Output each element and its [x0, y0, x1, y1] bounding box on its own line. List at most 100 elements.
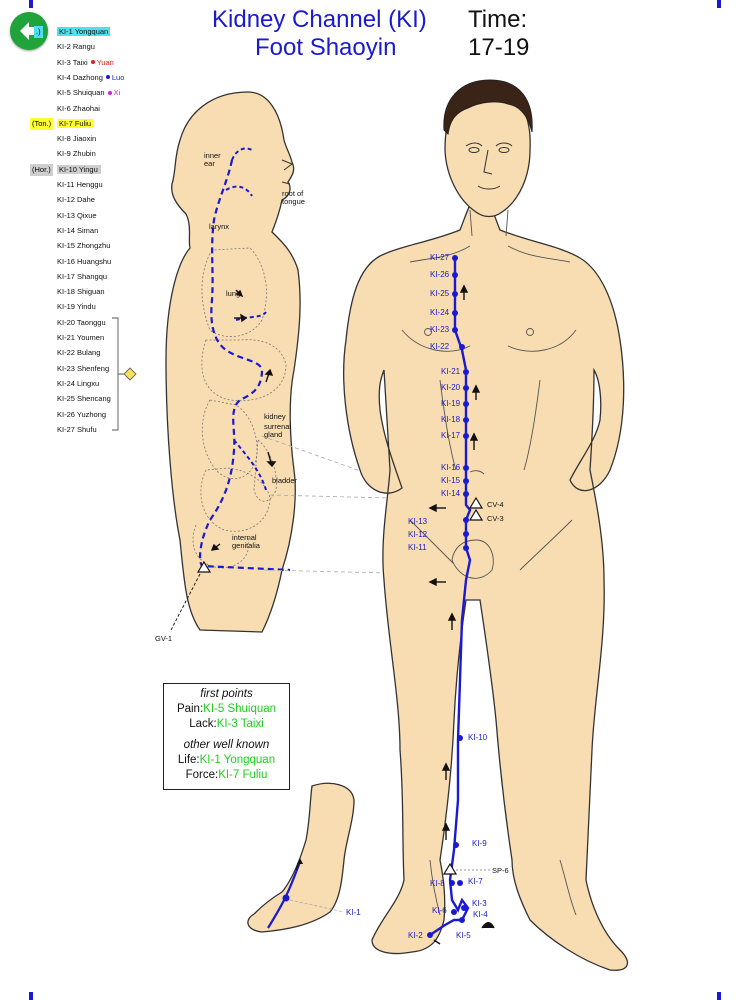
side-view-outline [165, 91, 301, 633]
label-ki21: KI-21 [441, 367, 461, 376]
title-block: Kidney Channel (KI) Foot Shaoyin Time: 1… [200, 6, 550, 66]
point-list-item[interactable]: KI-19 Yindu [57, 300, 96, 314]
label-kidney: kidney [264, 412, 286, 421]
point-list-item[interactable]: KI-1 Yongquan [57, 25, 111, 39]
point-marker-dot [105, 75, 110, 80]
point-list-item[interactable]: KI-7 Fuliu [57, 117, 95, 131]
corner-mark-tl [29, 0, 33, 8]
point-list-item[interactable]: KI-6 Zhaohai [57, 102, 100, 116]
label-ki19: KI-19 [441, 399, 461, 408]
label-ki26: KI-26 [430, 270, 450, 279]
point-list-label: KI-25 Shencang [57, 394, 111, 404]
point-list-item[interactable]: KI-25 Shencang [57, 392, 111, 406]
point-list-item[interactable]: KI-17 Shangqu [57, 270, 107, 284]
point-list-item[interactable]: KI-27 Shufu [57, 423, 97, 437]
point-list-label: KI-8 Jiaoxin [57, 134, 97, 144]
side-organs [192, 247, 287, 569]
point-list-item[interactable]: KI-10 Yingu [57, 163, 101, 177]
point-list-label: KI-17 Shangqu [57, 271, 108, 281]
legend-life-label: Life: [177, 754, 200, 766]
point-list-label: KI-18 Shiguan [57, 287, 105, 297]
point-marker-label: Yuan [96, 57, 114, 67]
legend-heading-other: other well known [183, 739, 270, 751]
point-list-item[interactable]: KI-23 Shenfeng [57, 362, 109, 376]
point-marker-dot [107, 90, 112, 95]
point-list-item[interactable]: KI-24 Lingxu [57, 377, 99, 391]
label-internal-genitalia: internal genitalia [232, 533, 260, 550]
point-list-item[interactable]: KI-12 Dahe [57, 193, 95, 207]
label-ki11: KI-11 [408, 543, 427, 552]
foot-outline [247, 782, 355, 933]
side-channel-path [199, 159, 291, 572]
label-ki18: KI-18 [441, 415, 461, 424]
label-ki1: KI-1 [346, 908, 361, 917]
gv1-marker [196, 560, 212, 573]
arrow-left-icon [20, 22, 38, 40]
legend-force-value[interactable]: KI-7 Fuliu [218, 769, 268, 781]
label-inner-ear: inner ear [204, 151, 221, 168]
title-line-1: Kidney Channel (KI) [212, 6, 427, 33]
label-cv3: CV-3 [487, 514, 504, 523]
point-list-label: KI-10 Yingu [57, 164, 101, 174]
label-ki5: KI-5 [456, 931, 471, 940]
point-list-item[interactable]: KI-13 Qixue [57, 209, 97, 223]
point-list-item[interactable]: KI-20 Taonggu [57, 316, 106, 330]
label-ki16: KI-16 [441, 463, 461, 472]
point-list-label: KI-20 Taonggu [57, 317, 106, 327]
point-list-label: KI-9 Zhubin [57, 149, 96, 159]
point-list-item[interactable]: KI-2 Rangu [57, 40, 95, 54]
legend-force-row: Force:KI-7 Fuliu [164, 769, 289, 781]
point-list-label: KI-22 Bulang [57, 348, 101, 358]
label-ki6: KI-6 [432, 906, 447, 915]
label-ki8: KI-8 [430, 879, 445, 888]
point-list-label: KI-23 Shenfeng [57, 363, 110, 373]
list-bracket [112, 317, 124, 431]
label-ki10: KI-10 [468, 733, 488, 742]
point-list-item[interactable]: KI-8 Jiaoxin [57, 132, 96, 146]
label-ki12: KI-12 [408, 530, 428, 539]
point-list-item[interactable]: KI-18 Shiguan [57, 285, 105, 299]
point-list-label: KI-5 Shuiquan [57, 88, 105, 98]
label-ki24: KI-24 [430, 308, 450, 317]
point-list-label: KI-19 Yindu [57, 302, 96, 312]
legend-life-value[interactable]: KI-1 Yongquan [199, 754, 276, 766]
legend-lack-value[interactable]: KI-3 Taixi [216, 718, 264, 730]
point-list-item[interactable]: KI-22 Bulang [57, 346, 100, 360]
front-arrows [428, 284, 495, 945]
label-ki7: KI-7 [468, 877, 483, 886]
cv4-marker [468, 496, 484, 509]
label-root-of-tongue: root of tongue [282, 189, 305, 206]
front-view-figure [343, 79, 629, 971]
point-list-item[interactable]: KI-16 Huangshu [57, 255, 111, 269]
point-list-label: KI-2 Rangu [57, 42, 95, 52]
label-ki15: KI-15 [441, 476, 461, 485]
legend-lack-label: Lack: [189, 718, 217, 730]
label-ki17: KI-17 [441, 431, 461, 440]
back-button[interactable] [10, 12, 48, 50]
label-ki25: KI-25 [430, 289, 450, 298]
label-ki14: KI-14 [441, 489, 461, 498]
foot-leader [289, 899, 345, 913]
point-list-item[interactable]: KI-14 Siman [57, 224, 98, 238]
point-list-item[interactable]: KI-15 Zhongzhu [57, 239, 110, 253]
point-list-item[interactable]: KI-26 Yuzhong [57, 408, 106, 422]
front-face [465, 142, 513, 190]
point-list-item[interactable]: KI-9 Zhubin [57, 147, 96, 161]
label-ki9: KI-9 [472, 839, 487, 848]
label-gv1: GV-1 [155, 634, 173, 643]
point-list-label: KI-15 Zhongzhu [57, 241, 111, 251]
side-arrows [210, 289, 277, 551]
legend-pain-row: Pain:KI-5 Shuiquan [164, 703, 289, 715]
label-ki3: KI-3 [472, 899, 487, 908]
point-list-item[interactable]: KI-21 Youmen [57, 331, 104, 345]
point-list-label: KI-27 Shufu [57, 424, 97, 434]
point-tag: (Ton.) [30, 117, 54, 130]
point-list-item[interactable]: KI-11 Henggu [57, 178, 103, 192]
label-ki22: KI-22 [430, 342, 450, 351]
legend-pain-value[interactable]: KI-5 Shuiquan [203, 703, 277, 715]
point-list-label: KI-14 Siman [57, 225, 99, 235]
